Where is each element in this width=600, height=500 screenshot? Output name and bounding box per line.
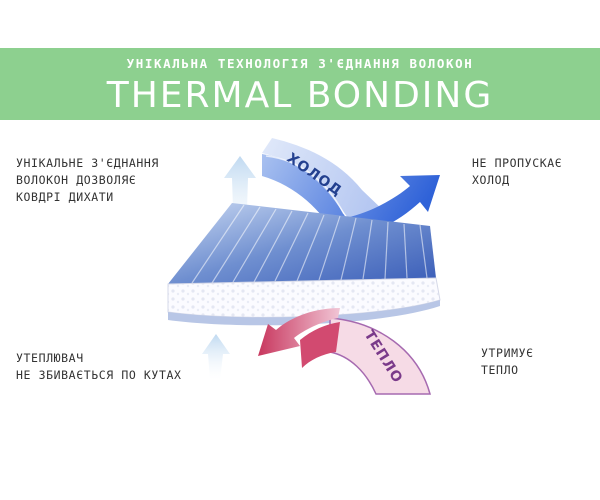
banner-subtitle: УНІКАЛЬНА ТЕХНОЛОГІЯ З'ЄДНАННЯ ВОЛОКОН [126,56,474,71]
note-line: УТРИМУЄ [481,346,534,360]
note-line: УТЕПЛЮВАЧ [16,351,84,365]
note-line: ВОЛОКОН ДОЗВОЛЯЄ [16,173,137,187]
note-line: НЕ ЗБИВАЄТЬСЯ ПО КУТАХ [16,368,182,382]
note-line: НЕ ПРОПУСКАЄ [472,156,563,170]
warm-arrow-icon: ТЕПЛО [258,308,431,395]
air-arrow-icon [224,156,256,240]
note-line: УНІКАЛЬНЕ З'ЄДНАННЯ [16,156,159,170]
note-blocks-cold: НЕ ПРОПУСКАЄ ХОЛОД [472,155,562,189]
fabric-layer-icon [167,203,441,326]
note-no-clumping: УТЕПЛЮВАЧ НЕ ЗБИВАЄТЬСЯ ПО КУТАХ [16,350,182,384]
air-arrow-icon [202,334,230,380]
note-line: ТЕПЛО [481,363,519,377]
header-banner [0,48,600,120]
cold-arrow-icon: ХОЛОД [262,138,440,240]
note-breathing: УНІКАЛЬНЕ З'ЄДНАННЯ ВОЛОКОН ДОЗВОЛЯЄ КОВ… [16,155,159,206]
note-line: КОВДРІ ДИХАТИ [16,190,114,204]
note-keeps-warm: УТРИМУЄ ТЕПЛО [481,345,534,379]
banner-title: THERMAL BONDING [106,75,494,116]
note-line: ХОЛОД [472,173,510,187]
